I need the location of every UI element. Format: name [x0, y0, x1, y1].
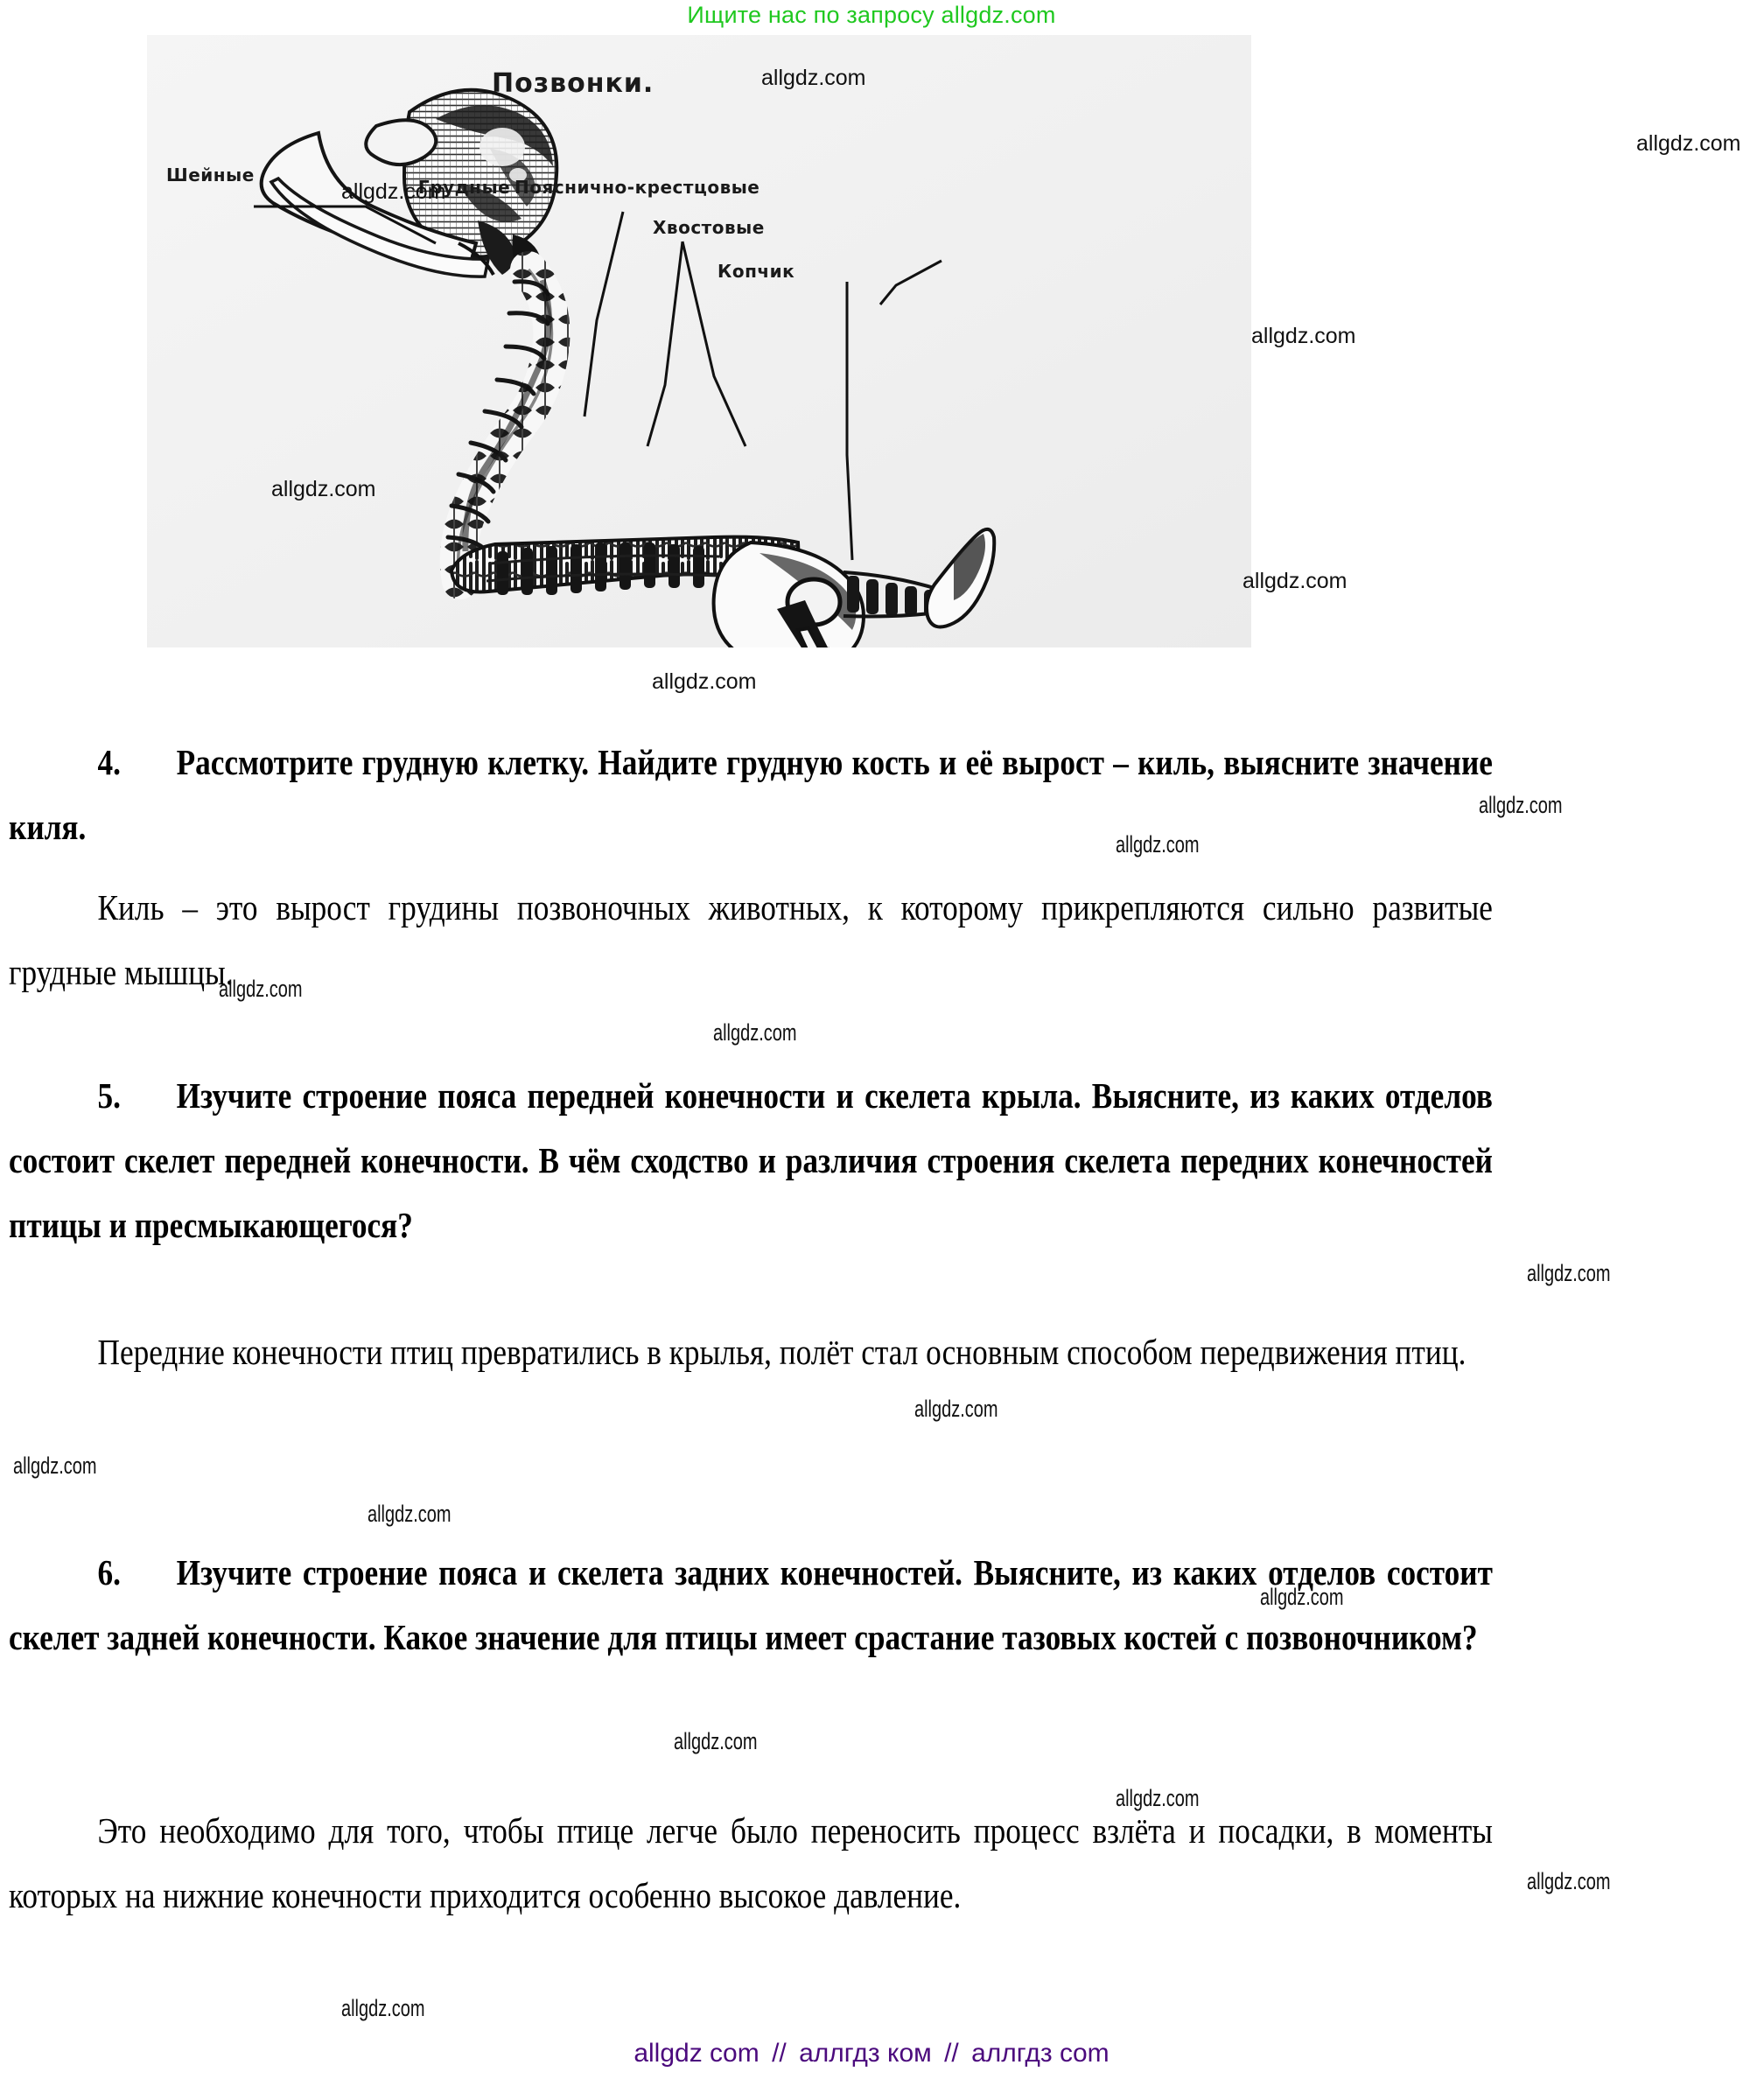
watermark-15: allgdz.com	[1260, 1584, 1344, 1610]
watermark-16: allgdz.com	[674, 1728, 758, 1754]
watermark-3: allgdz.com	[1251, 324, 1356, 348]
bird-vertebrae-figure: Позвонки. Шейные Грудные Пояснично-крест…	[147, 35, 1251, 648]
watermark-10: allgdz.com	[713, 1019, 797, 1046]
watermark-17: allgdz.com	[1116, 1785, 1200, 1811]
q6-number: 6.	[97, 1552, 121, 1592]
question-5: 5.Изучите строение пояса передней конечн…	[9, 1063, 1493, 1257]
footer-part-3: аллгдз com	[971, 2039, 1110, 2068]
watermark-4: allgdz.com	[271, 477, 376, 501]
watermark-14: allgdz.com	[368, 1501, 452, 1527]
a6-text: Это необходимо для того, чтобы птице лег…	[9, 1810, 1493, 1915]
footer-part-1: allgdz com	[634, 2039, 760, 2068]
answer-4: Киль – это вырост грудины позвоночных жи…	[9, 875, 1493, 1004]
figure-title: Позвонки.	[492, 68, 654, 99]
question-6: 6.Изучите строение пояса и скелета задни…	[9, 1540, 1493, 1670]
footer-part-2: аллгдз ком	[799, 2039, 932, 2068]
watermark-11: allgdz.com	[1527, 1260, 1611, 1286]
search-prompt-banner: Ищите нас по запросу allgdz.com	[687, 2, 1056, 28]
watermark-5: allgdz.com	[1242, 569, 1348, 593]
a4-text: Киль – это вырост грудины позвоночных жи…	[9, 887, 1493, 992]
a5-text: Передние конечности птиц превратились в …	[97, 1332, 1466, 1372]
q4-text: Рассмотрите грудную клетку. Найдите груд…	[9, 742, 1493, 847]
footer-separator-2: //	[944, 2039, 959, 2068]
watermark-9: allgdz.com	[219, 976, 303, 1002]
answer-5: Передние конечности птиц превратились в …	[9, 1320, 1493, 1384]
label-pygostyle: Копчик	[718, 261, 795, 282]
watermark-6: allgdz.com	[652, 669, 757, 694]
watermark-7: allgdz.com	[1479, 792, 1563, 818]
watermark-2: allgdz.com	[761, 66, 866, 90]
label-lumbosacral: Пояснично-крестцовые	[514, 177, 760, 198]
q6-text: Изучите строение пояса и скелета задних …	[9, 1552, 1493, 1657]
watermark-0: allgdz.com	[1636, 131, 1741, 156]
answer-6: Это необходимо для того, чтобы птице лег…	[9, 1798, 1493, 1928]
watermark-1: allgdz.com	[341, 179, 446, 204]
label-cervical: Шейные	[166, 164, 255, 186]
watermark-12: allgdz.com	[914, 1396, 998, 1422]
question-4: 4.Рассмотрите грудную клетку. Найдите гр…	[9, 730, 1493, 859]
q4-number: 4.	[97, 742, 121, 782]
bird-skeleton-illustration	[147, 35, 1251, 648]
watermark-19: allgdz.com	[341, 1995, 425, 2021]
watermark-18: allgdz.com	[1527, 1868, 1611, 1894]
watermark-8: allgdz.com	[1116, 831, 1200, 858]
footer-separator-1: //	[772, 2039, 787, 2068]
q5-text: Изучите строение пояса передней конечнос…	[9, 1075, 1493, 1245]
watermark-13: allgdz.com	[13, 1452, 97, 1479]
label-thoracic: Грудные	[418, 177, 511, 198]
site-footer: allgdz com // аллгдз ком // аллгдз com	[0, 2039, 1743, 2068]
label-caudal: Хвостовые	[653, 217, 765, 238]
q5-number: 5.	[97, 1075, 121, 1116]
